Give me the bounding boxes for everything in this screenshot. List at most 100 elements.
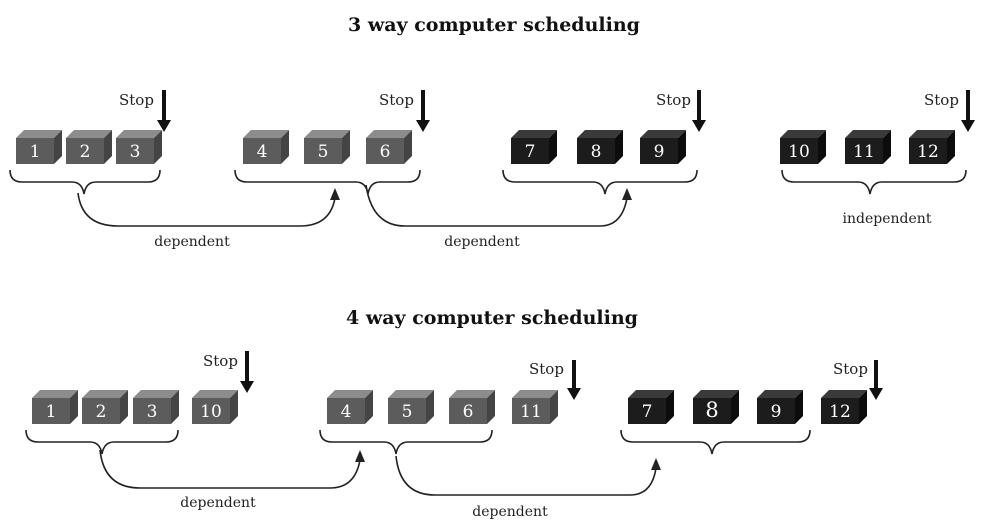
- arrow-down-icon: [416, 90, 430, 132]
- block-front-face: [133, 398, 171, 424]
- block-side-face: [230, 390, 238, 424]
- block-12: 12: [821, 390, 867, 424]
- brace-3way-d: [781, 169, 967, 195]
- stop-label: Stop: [379, 91, 414, 109]
- group-4way-b: 4 5 6 11: [327, 390, 558, 424]
- block-side-face: [154, 130, 162, 164]
- block-label: 5: [402, 402, 413, 422]
- stop-marker-3way-b: Stop: [379, 90, 430, 132]
- block-top-face: [845, 130, 891, 138]
- dependency-arc-4way-1: [99, 449, 361, 489]
- relation-label: dependent: [180, 495, 256, 511]
- block-6: 6: [449, 390, 495, 424]
- block-10: 10: [780, 130, 826, 164]
- relation-label: independent: [843, 211, 932, 227]
- block-front-face: [243, 138, 281, 164]
- relation-label: dependent: [444, 234, 520, 250]
- block-side-face: [54, 130, 62, 164]
- block-side-face: [404, 130, 412, 164]
- block-label: 12: [917, 142, 939, 162]
- block-front-face: [388, 398, 426, 424]
- block-side-face: [666, 390, 674, 424]
- stop-marker-3way-d: Stop: [924, 90, 975, 132]
- block-label: 5: [318, 142, 329, 162]
- block-side-face: [947, 130, 955, 164]
- block-side-face: [171, 390, 179, 424]
- group-4way-c: 7 8 9 12: [628, 390, 867, 424]
- block-front-face: [16, 138, 54, 164]
- relation-label: dependent: [154, 234, 230, 250]
- block-front-face: [32, 398, 70, 424]
- block-label: 12: [829, 402, 851, 422]
- block-4: 4: [327, 390, 373, 424]
- block-side-face: [487, 390, 495, 424]
- block-front-face: [845, 138, 883, 164]
- block-7: 7: [511, 130, 557, 164]
- block-11: 11: [512, 390, 558, 424]
- block-side-face: [859, 390, 867, 424]
- arrow-down-icon: [869, 360, 883, 400]
- arrow-down-icon: [692, 90, 706, 132]
- block-front-face: [304, 138, 342, 164]
- block-front-face: [512, 398, 550, 424]
- block-side-face: [342, 130, 350, 164]
- heading-3-way: 3 way computer scheduling: [348, 14, 640, 36]
- block-label: 9: [654, 142, 665, 162]
- stop-marker-3way-a: Stop: [119, 90, 171, 132]
- group-3way-b: 4 5 6: [243, 130, 412, 164]
- stop-marker-4way-c: Stop: [833, 360, 883, 400]
- block-side-face: [426, 390, 434, 424]
- block-side-face: [549, 130, 557, 164]
- stop-marker-3way-c: Stop: [656, 90, 706, 132]
- group-4way-a: 1 2 3 10: [32, 390, 238, 424]
- block-front-face: [66, 138, 104, 164]
- block-side-face: [281, 130, 289, 164]
- block-top-face: [82, 390, 128, 398]
- block-label: 6: [380, 142, 391, 162]
- relation-label: dependent: [472, 504, 548, 520]
- block-top-face: [66, 130, 112, 138]
- stop-label: Stop: [833, 360, 868, 378]
- block-front-face: [82, 398, 120, 424]
- dependency-arc-3way-2: [365, 184, 628, 227]
- stop-marker-4way-a: Stop: [203, 351, 254, 393]
- group-3way-c: 7 8 9: [511, 130, 686, 164]
- block-label: 2: [80, 142, 91, 162]
- block-side-face: [795, 390, 803, 424]
- brace-4way-b: [319, 429, 493, 455]
- block-top-face: [32, 390, 78, 398]
- heading-4-way: 4 way computer scheduling: [346, 307, 638, 329]
- block-6: 6: [366, 130, 412, 164]
- stop-label: Stop: [119, 91, 154, 109]
- block-1: 1: [16, 130, 62, 164]
- block-12: 12: [909, 130, 955, 164]
- arrow-head: [355, 450, 365, 462]
- block-label: 11: [520, 402, 542, 422]
- block-2: 2: [66, 130, 112, 164]
- block-5: 5: [388, 390, 434, 424]
- block-3: 3: [133, 390, 179, 424]
- stop-marker-4way-b: Stop: [529, 360, 581, 400]
- block-front-face: [821, 398, 859, 424]
- arrow-head: [651, 458, 661, 470]
- block-top-face: [909, 130, 955, 138]
- block-side-face: [615, 130, 623, 164]
- block-label: 7: [642, 402, 653, 422]
- group-3way-d: 10 11 12: [780, 130, 955, 164]
- block-top-face: [133, 390, 179, 398]
- block-label: 8: [705, 398, 718, 422]
- brace-4way-c: [620, 429, 811, 455]
- block-top-face: [628, 390, 674, 398]
- block-9: 9: [640, 130, 686, 164]
- block-front-face: [780, 138, 818, 164]
- block-7: 7: [628, 390, 674, 424]
- block-front-face: [693, 398, 731, 424]
- block-top-face: [511, 130, 557, 138]
- dependency-arc-4way-2: [395, 455, 657, 496]
- block-top-face: [577, 130, 623, 138]
- block-top-face: [327, 390, 373, 398]
- block-side-face: [550, 390, 558, 424]
- block-label: 3: [147, 402, 158, 422]
- block-front-face: [757, 398, 795, 424]
